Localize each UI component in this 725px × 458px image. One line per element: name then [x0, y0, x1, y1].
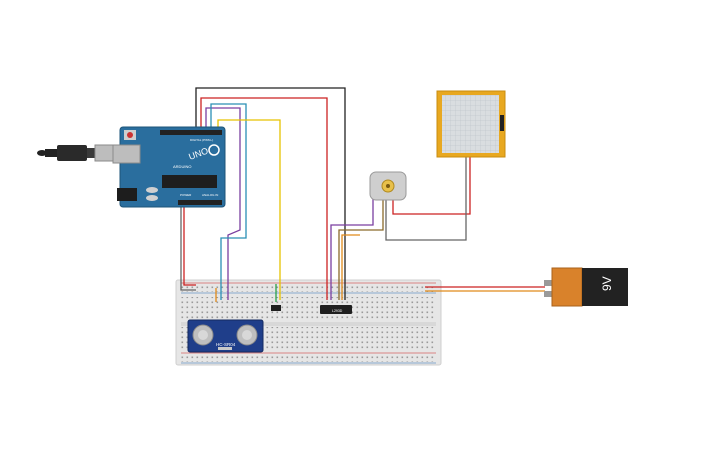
wire-gray-motor	[385, 155, 467, 241]
wires[interactable]	[180, 87, 545, 302]
arduino-digital-label: DIGITAL (PWM~)	[190, 138, 213, 142]
wire-orange-driver	[341, 234, 360, 300]
breadboard-component[interactable]	[271, 305, 281, 311]
usb-port	[112, 144, 141, 164]
atmega-chip	[162, 175, 217, 188]
display-module[interactable]	[436, 90, 506, 158]
wire-brown-motor	[338, 198, 384, 300]
wire-black-top	[195, 87, 346, 300]
motor-driver-label: L293D	[332, 309, 343, 313]
wire-purple-motor	[330, 195, 374, 300]
ultrasonic-label: HC-SR04	[216, 342, 236, 347]
arduino-analog-label: ANALOG IN	[202, 193, 218, 197]
wire-red-motor	[392, 155, 471, 215]
arduino-brand-label: ARDUINO	[173, 164, 191, 169]
wire-red-vcc	[183, 205, 196, 286]
arduino-uno-board[interactable]: UNO ARDUINO DIGITAL (PWM~) POWER ANALOG …	[112, 126, 226, 208]
usb-cable-icon	[37, 144, 123, 162]
wire-yellow-top	[217, 119, 281, 300]
wire-blue-top	[210, 103, 247, 300]
dc-motor-icon[interactable]	[369, 171, 407, 201]
arduino-power-label: POWER	[180, 193, 192, 197]
battery-9v[interactable]: 9V	[544, 267, 628, 307]
battery-label: 9V	[600, 276, 614, 291]
wire-gray-gnd	[180, 205, 196, 291]
motor-driver-ic[interactable]: L293D	[320, 305, 352, 314]
power-jack	[117, 188, 137, 201]
ultrasonic-sensor[interactable]: HC-SR04	[187, 319, 264, 353]
wire-red-top	[200, 97, 328, 300]
wire-purple-top	[205, 107, 241, 300]
